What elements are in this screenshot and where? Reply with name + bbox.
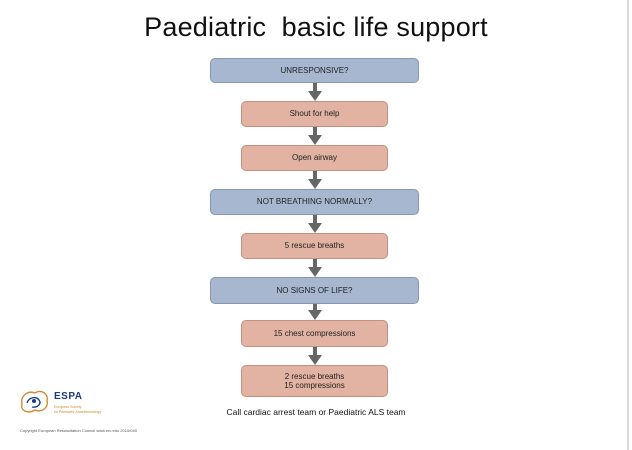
arrow-7 <box>308 347 322 365</box>
logo-subtitle-line-1: European Society <box>54 405 82 409</box>
step-no-signs-of-life-label: NO SIGNS OF LIFE? <box>276 285 353 295</box>
arrow-6 <box>308 304 322 320</box>
step-chest-compressions: 15 chest compressions <box>241 320 388 347</box>
arrow-5 <box>308 259 322 277</box>
step-rescue-breaths: 5 rescue breaths <box>241 233 388 259</box>
footnote: Call cardiac arrest team or Paediatric A… <box>226 407 406 417</box>
step-rescue-breaths-label: 5 rescue breaths <box>284 241 345 251</box>
arrow-4 <box>308 215 322 233</box>
step-cycle-line-2: 15 compressions <box>284 381 345 390</box>
step-shout-for-help: Shout for help <box>241 101 388 127</box>
step-unresponsive: UNRESPONSIVE? <box>210 58 419 83</box>
step-not-breathing: NOT BREATHING NORMALLY? <box>210 189 419 215</box>
arrow-1 <box>308 83 322 101</box>
copyright-text: Copyright European Resuscitation Council… <box>20 428 137 433</box>
step-shout-for-help-label: Shout for help <box>289 109 340 119</box>
step-chest-compressions-label: 15 chest compressions <box>273 328 356 338</box>
step-open-airway-label: Open airway <box>292 153 337 163</box>
arrow-2 <box>308 127 322 145</box>
step-open-airway: Open airway <box>241 145 388 171</box>
step-cycle-line-1: 2 rescue breaths <box>284 371 345 381</box>
logo-name: ESPA <box>54 391 83 402</box>
step-no-signs-of-life: NO SIGNS OF LIFE? <box>210 277 419 304</box>
step-cycle: 2 rescue breaths 15 compressions <box>241 365 388 397</box>
arrow-3 <box>308 171 322 189</box>
step-not-breathing-label: NOT BREATHING NORMALLY? <box>256 197 373 207</box>
page-title: Paediatric basic life support <box>144 12 488 42</box>
logo-subtitle: European Society for Paediatric Anaesthe… <box>54 405 114 414</box>
step-unresponsive-label: UNRESPONSIVE? <box>280 65 349 75</box>
page-edge-line <box>627 0 629 450</box>
espa-logo-icon <box>21 390 49 413</box>
logo-subtitle-line-2: for Paediatric Anaesthesiology <box>54 409 102 414</box>
